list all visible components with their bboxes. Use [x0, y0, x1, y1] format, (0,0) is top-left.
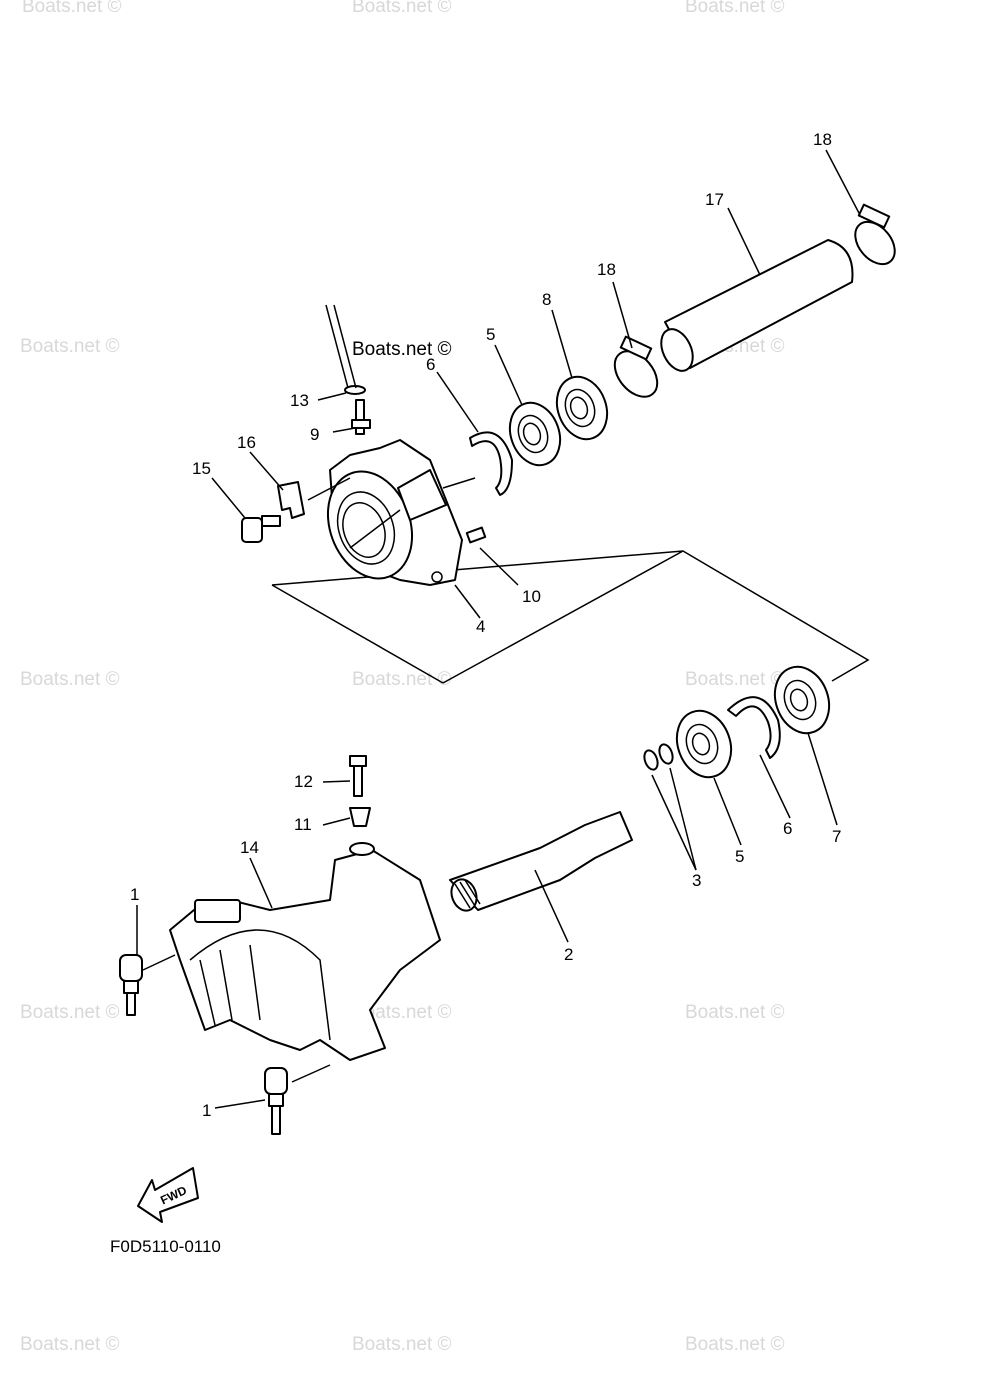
leader-lines	[136, 149, 861, 1109]
watermark: Boats.net ©	[352, 1002, 452, 1023]
callout-4: 4	[476, 617, 485, 636]
part-5-bearing-lower	[675, 709, 733, 779]
watermark: Boats.net ©	[685, 669, 785, 690]
part-11-collar	[349, 807, 371, 827]
watermark: Boats.net ©	[352, 1334, 452, 1355]
part-1-bolt-lower	[264, 1067, 288, 1135]
watermark: Boats.net ©	[20, 669, 120, 690]
watermark: Boats.net ©	[22, 0, 122, 17]
part-17-hose	[660, 239, 854, 372]
watermark: Boats.net ©	[20, 1334, 120, 1355]
part-14-housing	[169, 842, 441, 1061]
callouts: 18 17 18 8 5 6 13 9 16 15 10 4 7 6 5 3 2…	[130, 130, 841, 1120]
part-3-o-rings	[643, 743, 674, 771]
part-12-bolt	[349, 755, 367, 797]
part-2-drive-shaft	[449, 811, 633, 912]
watermark: Boats.net ©	[20, 336, 120, 357]
watermark: Boats.net ©	[20, 1002, 120, 1023]
watermark: Boats.net ©	[352, 0, 452, 17]
callout-18: 18	[813, 130, 832, 149]
watermarks: Boats.net © Boats.net © Boats.net © Boat…	[20, 0, 785, 1355]
callout-13: 13	[290, 391, 309, 410]
callout-6: 6	[426, 355, 435, 374]
diagram-code: F0D5110-0110	[110, 1237, 221, 1256]
part-5-bearing-upper	[508, 401, 562, 467]
assembly-outline	[271, 550, 870, 684]
callout-10: 10	[522, 587, 541, 606]
callout-12: 12	[294, 772, 313, 791]
part-8-bearing	[555, 375, 609, 441]
callout-9: 9	[310, 425, 319, 444]
part-6-circlip-upper	[469, 431, 513, 496]
callout-5: 5	[486, 325, 495, 344]
part-9-nipple	[351, 399, 371, 435]
callout-1: 1	[202, 1101, 211, 1120]
part-7-bearing	[773, 665, 831, 735]
callout-6: 6	[783, 819, 792, 838]
callout-11: 11	[294, 815, 312, 834]
watermark: Boats.net ©	[685, 0, 785, 17]
callout-15: 15	[192, 459, 211, 478]
callout-8: 8	[542, 290, 551, 309]
callout-14: 14	[240, 838, 259, 857]
part-18-clamp-lower	[613, 335, 659, 398]
part-10-pin	[465, 526, 487, 544]
callout-7: 7	[832, 827, 841, 846]
part-13-clip	[325, 304, 366, 395]
part-16-plate	[277, 481, 305, 519]
part-18-clamp-upper	[854, 203, 896, 266]
callout-17: 17	[705, 190, 724, 209]
part-6-circlip-lower	[727, 696, 781, 759]
part-15-bolt	[241, 515, 281, 543]
callout-1: 1	[130, 885, 139, 904]
watermark: Boats.net ©	[685, 1334, 785, 1355]
callout-3: 3	[692, 871, 701, 890]
fwd-arrow-icon: FWD	[137, 1167, 199, 1223]
callout-16: 16	[237, 433, 256, 452]
watermark-main: Boats.net ©	[352, 339, 452, 360]
callout-2: 2	[564, 945, 573, 964]
part-4-bearing-housing	[326, 439, 463, 586]
callout-18: 18	[597, 260, 616, 279]
part-1-bolt-upper	[119, 954, 143, 1016]
callout-5: 5	[735, 847, 744, 866]
watermark: Boats.net ©	[685, 1002, 785, 1023]
